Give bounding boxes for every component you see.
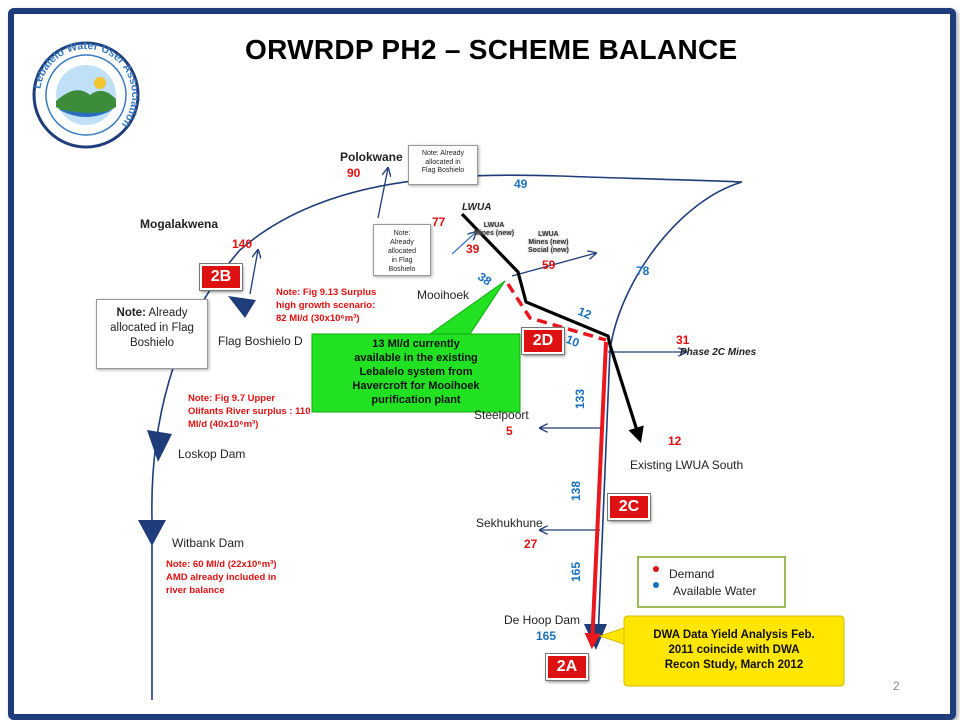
phase-2b-badge: 2B bbox=[199, 263, 243, 291]
lwua-pipeline bbox=[460, 212, 612, 346]
legend-demand-label: Demand bbox=[669, 567, 715, 581]
value-phase2c-demand: 31 bbox=[676, 333, 690, 347]
flow-triangle-2b bbox=[228, 296, 256, 318]
phase-2a-badge: 2A bbox=[545, 653, 589, 681]
red-main-pipeline bbox=[584, 341, 608, 650]
note-witbank: Note: 60 Ml/d (22x10⁶m³)AMD already incl… bbox=[166, 559, 277, 596]
phase-2c-badge: 2C bbox=[607, 493, 651, 521]
value-polokwane-demand: 90 bbox=[347, 166, 361, 180]
mogalakwena-offtake bbox=[249, 250, 258, 295]
legend-available-dot bbox=[653, 582, 659, 588]
flow-triangle-loskop bbox=[147, 430, 172, 462]
polokwane-offtake bbox=[377, 168, 388, 219]
page-number: 2 bbox=[893, 679, 900, 693]
legend-demand-dot bbox=[653, 566, 659, 572]
mines-social-offtake bbox=[511, 253, 596, 277]
value-flow-138: 138 bbox=[569, 480, 584, 502]
lwua-mines-offtake bbox=[451, 232, 476, 255]
value-mogalakwena-demand: 140 bbox=[232, 237, 253, 251]
value-mines-new-demand: 39 bbox=[466, 242, 480, 256]
olifants-river-right bbox=[597, 181, 743, 641]
label-lwua: LWUA bbox=[462, 202, 492, 213]
value-top-available: 49 bbox=[514, 177, 528, 191]
logo-text: Lebalelo Water User Association bbox=[31, 40, 141, 130]
value-flow-165: 165 bbox=[569, 561, 584, 583]
label-phase-2c-mines: Phase 2C Mines bbox=[680, 347, 757, 358]
value-sekhukhune-demand: 27 bbox=[524, 537, 538, 551]
note-flag-boshielo: Note: Already allocated in Flag Boshielo bbox=[96, 299, 208, 369]
lwua-south-pipeline bbox=[608, 344, 644, 444]
value-lwua-demand: 77 bbox=[432, 215, 446, 229]
value-de-hoop-available: 165 bbox=[536, 629, 557, 643]
label-existing-lwua-south: Existing LWUA South bbox=[630, 458, 744, 472]
label-de-hoop: De Hoop Dam bbox=[504, 613, 581, 627]
phase-2d-badge: 2D bbox=[521, 327, 565, 355]
yellow-callout-shape bbox=[598, 615, 845, 687]
label-loskop: Loskop Dam bbox=[178, 447, 246, 461]
value-right-available: 78 bbox=[636, 264, 650, 278]
label-flag-boshielo: Flag Boshielo D bbox=[218, 334, 303, 348]
legend: Demand Available Water bbox=[637, 556, 786, 608]
label-mooihoek: Mooihoek bbox=[417, 288, 470, 302]
svg-text:Lebalelo Water User Associatio: Lebalelo Water User Association bbox=[31, 40, 141, 130]
label-polokwane: Polokwane bbox=[340, 150, 403, 164]
label-steelpoort: Steelpoort bbox=[474, 408, 529, 422]
green-callout-shape bbox=[311, 280, 521, 413]
value-lwua-south-demand: 12 bbox=[668, 434, 682, 448]
flow-triangle-witbank bbox=[138, 520, 166, 546]
legend-available-label: Available Water bbox=[673, 584, 757, 598]
lwua-logo bbox=[32, 41, 140, 149]
olifants-river-left bbox=[151, 174, 743, 700]
value-mines-social-demand: 59 bbox=[542, 258, 556, 272]
value-flow-133: 133 bbox=[573, 388, 588, 410]
value-steelpoort-demand: 5 bbox=[506, 424, 513, 438]
label-sekhukhune: Sekhukhune bbox=[476, 516, 543, 530]
label-witbank: Witbank Dam bbox=[172, 536, 245, 550]
label-mogalakwena: Mogalakwena bbox=[140, 217, 219, 231]
yellow-callout: DWA Data Yield Analysis Feb.2011 coincid… bbox=[653, 629, 815, 671]
red-dashed-pipeline bbox=[506, 283, 607, 342]
page-title: ORWRDP PH2 – SCHEME BALANCE bbox=[245, 34, 738, 65]
